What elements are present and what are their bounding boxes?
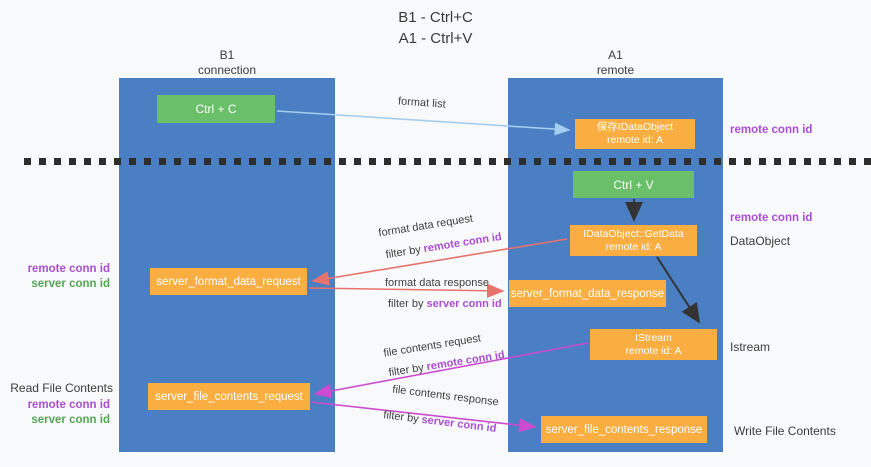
dashed-separator-line — [24, 158, 871, 165]
title-line-1: B1 - Ctrl+C — [398, 9, 473, 26]
filter-by-prefix-4: filter by — [382, 409, 420, 426]
filter-by-key-2: server conn id — [426, 298, 502, 310]
node-server-format-data-request: server_format_data_request — [150, 268, 307, 295]
label-read-file-contents: Read File Contents — [10, 381, 113, 395]
filter-by-prefix-2: filter by — [388, 298, 424, 310]
node-server-format-data-request-label: server_format_data_request — [156, 275, 301, 288]
column-b1-subtitle: connection — [197, 63, 257, 77]
node-getdata-line2: remote id: A — [605, 240, 662, 253]
node-getdata-line1: IDataObject::GetData — [583, 227, 684, 240]
filter-by-prefix-1: filter by — [384, 243, 422, 262]
column-header-b1: B1 connection — [119, 48, 335, 78]
diagram-title: B1 - Ctrl+C A1 - Ctrl+V — [0, 7, 871, 49]
node-ctrl-c-label: Ctrl + C — [195, 102, 237, 116]
column-b1-id: B1 — [219, 48, 235, 62]
label-dataobject: DataObject — [730, 234, 791, 248]
node-save-idataobject-line2: remote id: A — [606, 134, 664, 146]
node-istream-line1: IStream — [635, 331, 672, 344]
arrow-label-format-data-response: format data response — [385, 277, 489, 289]
label-istream: Istream — [730, 340, 771, 354]
node-ctrl-v: Ctrl + V — [573, 171, 694, 198]
title-line-2: A1 - Ctrl+V — [398, 30, 473, 47]
filter-by-key-4: server conn id — [420, 413, 497, 435]
label-server-conn-id-left-2: server conn id — [31, 414, 110, 426]
label-remote-conn-id-left-1: remote conn id — [27, 263, 110, 275]
column-a1-id: A1 — [608, 48, 623, 62]
arrow-label-format-data-request: format data request — [377, 212, 474, 240]
node-server-file-contents-response: server_file_contents_response — [541, 416, 707, 443]
filter-by-key-3: remote conn id — [425, 348, 506, 374]
node-ctrl-v-label: Ctrl + V — [613, 177, 654, 192]
label-remote-conn-id-right-2: remote conn id — [730, 212, 813, 224]
filter-by-prefix-3: filter by — [387, 361, 425, 380]
node-istream: IStream remote id: A — [590, 329, 717, 360]
node-ctrl-c: Ctrl + C — [157, 95, 275, 123]
node-server-file-contents-response-label: server_file_contents_response — [545, 423, 703, 436]
arrow-label-format-list: format list — [397, 95, 447, 111]
column-a1-subtitle: remote — [596, 63, 635, 77]
label-remote-conn-id-right-1: remote conn id — [730, 124, 813, 136]
node-save-idataobject-line1: 保存IDataObject — [596, 121, 674, 133]
node-idataobject-getdata: IDataObject::GetData remote id: A — [570, 225, 697, 256]
label-group-left-conn-ids-1: remote conn id server conn id — [10, 262, 110, 292]
node-server-format-data-response: server_format_data_response — [509, 280, 666, 307]
arrow-label-file-contents-response: file contents response — [391, 383, 500, 409]
label-server-conn-id-left-1: server conn id — [31, 278, 110, 290]
node-save-idataobject: 保存IDataObject remote id: A — [575, 119, 695, 149]
label-write-file-contents: Write File Contents — [734, 424, 836, 438]
filter-by-key-1: remote conn id — [422, 230, 503, 256]
label-remote-conn-id-left-2: remote conn id — [27, 399, 110, 411]
label-group-left-conn-ids-2: remote conn id server conn id — [8, 398, 110, 428]
node-istream-line2: remote id: A — [625, 344, 682, 357]
node-server-file-contents-request-label: server_file_contents_request — [155, 390, 303, 403]
column-header-a1: A1 remote — [508, 48, 723, 78]
node-server-format-data-response-label: server_format_data_response — [510, 287, 665, 300]
node-server-file-contents-request: server_file_contents_request — [148, 383, 310, 410]
